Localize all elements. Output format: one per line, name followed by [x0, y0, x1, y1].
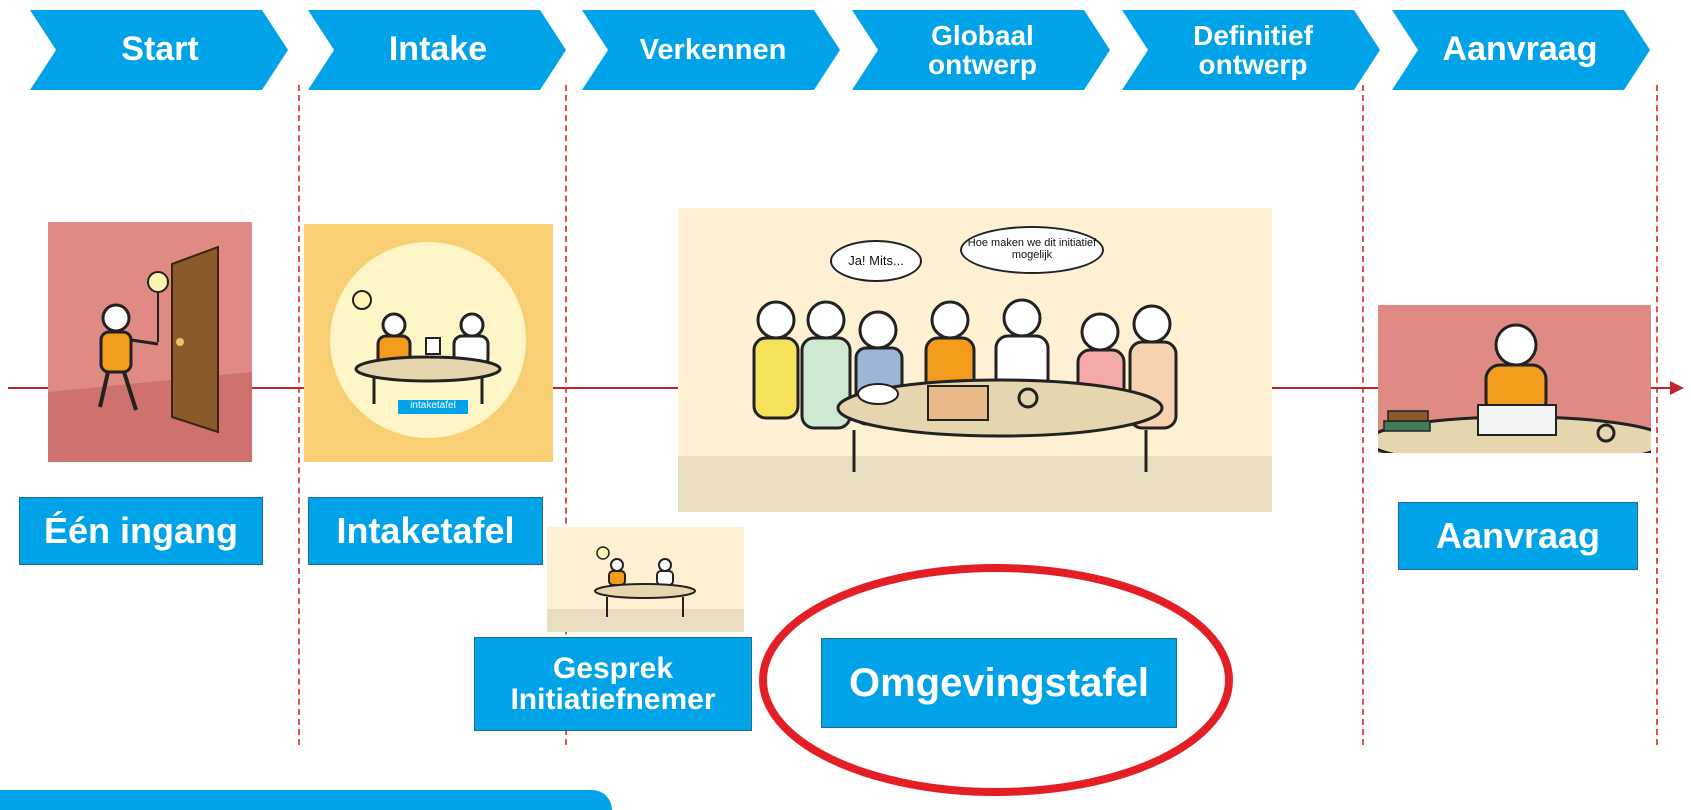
phase-divider	[298, 85, 300, 745]
illustration-intaketafel: intaketafel	[304, 224, 553, 462]
phase-label-start: Start	[121, 30, 199, 69]
timeline-line	[8, 387, 48, 389]
label-omgevingstafel[interactable]: Omgevingstafel	[821, 638, 1177, 728]
phase-label-verkennen: Verkennen	[639, 33, 787, 66]
phase-chevron-start[interactable]	[30, 10, 288, 90]
phase-label-globaal-ontwerp: Globaal ontwerp	[928, 19, 1037, 80]
phase-divider	[1362, 85, 1364, 745]
illustration-aanvraag	[1378, 305, 1651, 453]
bottom-tab[interactable]	[0, 790, 612, 810]
timeline-arrowhead-icon	[1670, 381, 1684, 395]
speech-bubble-hoe-maken: Hoe maken we dit initiatief mogelijk	[960, 226, 1104, 274]
highlight-ring	[759, 564, 1233, 796]
speech-bubble-ja-mits: Ja! Mits...	[830, 240, 922, 282]
phase-label-definitief-ontwerp: Definitief ontwerp	[1193, 19, 1313, 80]
phase-divider	[1656, 85, 1658, 745]
illustration-gesprek	[547, 527, 744, 632]
illustration-omgevingstafel: Ja! Mits... Hoe maken we dit initiatief …	[678, 208, 1272, 512]
phase-label-intake: Intake	[388, 30, 488, 69]
phase-chevron-aanvraag[interactable]	[1392, 10, 1650, 90]
phase-chevron-globaal-ontwerp[interactable]	[852, 10, 1110, 90]
phase-divider	[565, 85, 567, 745]
label-een-ingang[interactable]: Één ingang	[19, 497, 263, 565]
timeline-line	[1651, 387, 1673, 389]
label-aanvraag[interactable]: Aanvraag	[1398, 502, 1638, 570]
label-gesprek-initiatiefnemer[interactable]: Gesprek Initiatiefnemer	[474, 637, 752, 731]
label-intaketafel[interactable]: Intaketafel	[308, 497, 543, 565]
phase-chevron-verkennen[interactable]	[582, 10, 840, 90]
phase-label-aanvraag: Aanvraag	[1442, 30, 1598, 69]
timeline-line	[553, 387, 680, 389]
illustration-een-ingang	[48, 222, 252, 462]
phase-chevron-definitief-ontwerp[interactable]	[1122, 10, 1380, 90]
timeline-line	[252, 387, 304, 389]
phase-chevron-intake[interactable]	[308, 10, 566, 90]
intake-table-sign: intaketafel	[398, 400, 468, 414]
timeline-line	[1272, 387, 1379, 389]
